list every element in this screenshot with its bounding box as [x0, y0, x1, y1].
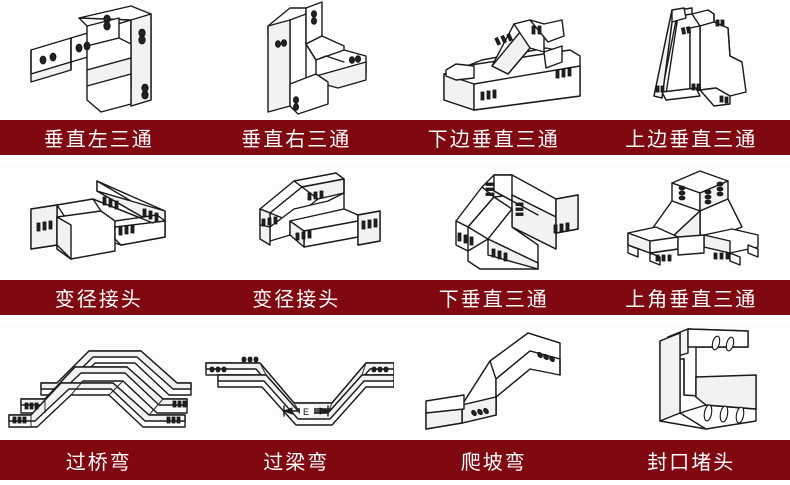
product-cell-end-cap[interactable]	[592, 325, 790, 440]
catalog-row-1: 垂直左三通 垂直右三通 下边垂直三通 上边垂直三通	[0, 0, 790, 155]
product-cell-vertical-right-tee[interactable]	[197, 0, 395, 120]
dimension-label-E: E	[303, 407, 309, 417]
product-label-vertical-left-tee: 垂直左三通	[43, 127, 154, 151]
product-label-lower-side-vertical-tee: 下边垂直三通	[427, 127, 560, 151]
product-cell-upper-corner-vertical-tee[interactable]	[592, 165, 790, 280]
product-label-upper-corner-vertical-tee: 上角垂直三通	[625, 287, 758, 311]
catalog-row-3-thumbnails: E	[0, 325, 790, 440]
product-label-reducer-connector: 变径接头	[54, 287, 143, 311]
product-cell-beam-bend[interactable]: E	[197, 325, 395, 440]
catalog-row-1-labels: 垂直左三通 垂直右三通 下边垂直三通 上边垂直三通	[0, 120, 790, 155]
catalog-row-2-labels: 变径接头 变径接头 下垂直三通 上角垂直三通	[0, 280, 790, 315]
lower-side-vertical-tee-drawing	[443, 19, 581, 111]
product-label-slope-bend: 爬坡弯	[460, 449, 527, 474]
vertical-right-tee-drawing	[267, 1, 367, 115]
product-cell-lower-side-vertical-tee[interactable]	[395, 0, 593, 120]
product-label-bridge-bend: 过桥弯	[65, 449, 132, 474]
slope-bend-drawing	[425, 332, 561, 430]
product-cell-reducer-connector-offset[interactable]	[197, 165, 395, 280]
product-label-vertical-right-tee: 垂直右三通	[241, 127, 352, 151]
beam-bend-drawing: E	[205, 356, 395, 426]
bridge-bend-drawing	[8, 350, 192, 428]
product-label-end-cap: 封口堵头	[647, 449, 736, 474]
catalog-row-1-thumbnails	[0, 0, 790, 120]
row-divider-1	[0, 155, 790, 165]
product-cell-upper-side-vertical-tee[interactable]	[592, 0, 790, 120]
down-vertical-tee-drawing	[455, 174, 579, 270]
reducer-connector-offset-drawing	[259, 172, 381, 248]
product-cell-reducer-connector[interactable]	[0, 165, 198, 280]
upper-side-vertical-tee-drawing	[653, 7, 747, 107]
product-label-upper-side-vertical-tee: 上边垂直三通	[625, 127, 758, 151]
reducer-connector-drawing	[30, 180, 166, 260]
catalog-row-3-labels: 过桥弯 过梁弯 爬坡弯 封口堵头	[0, 440, 790, 480]
catalog-row-3: E	[0, 325, 790, 480]
vertical-left-tee-drawing	[30, 5, 152, 113]
upper-corner-vertical-tee-drawing	[627, 170, 759, 266]
product-cell-vertical-left-tee[interactable]	[0, 0, 198, 120]
product-cell-slope-bend[interactable]	[395, 325, 593, 440]
end-cap-drawing	[659, 328, 757, 430]
product-label-beam-bend: 过梁弯	[263, 449, 330, 474]
row-divider-2	[0, 315, 790, 325]
catalog-row-2: 变径接头 变径接头 下垂直三通 上角垂直三通	[0, 165, 790, 315]
product-label-down-vertical-tee: 下垂直三通	[438, 287, 549, 311]
dimension-line-E: E	[283, 405, 330, 417]
product-label-reducer-connector-offset: 变径接头	[252, 287, 341, 311]
product-cell-down-vertical-tee[interactable]	[395, 165, 593, 280]
catalog-row-2-thumbnails	[0, 165, 790, 280]
product-cell-bridge-bend[interactable]	[0, 325, 198, 440]
